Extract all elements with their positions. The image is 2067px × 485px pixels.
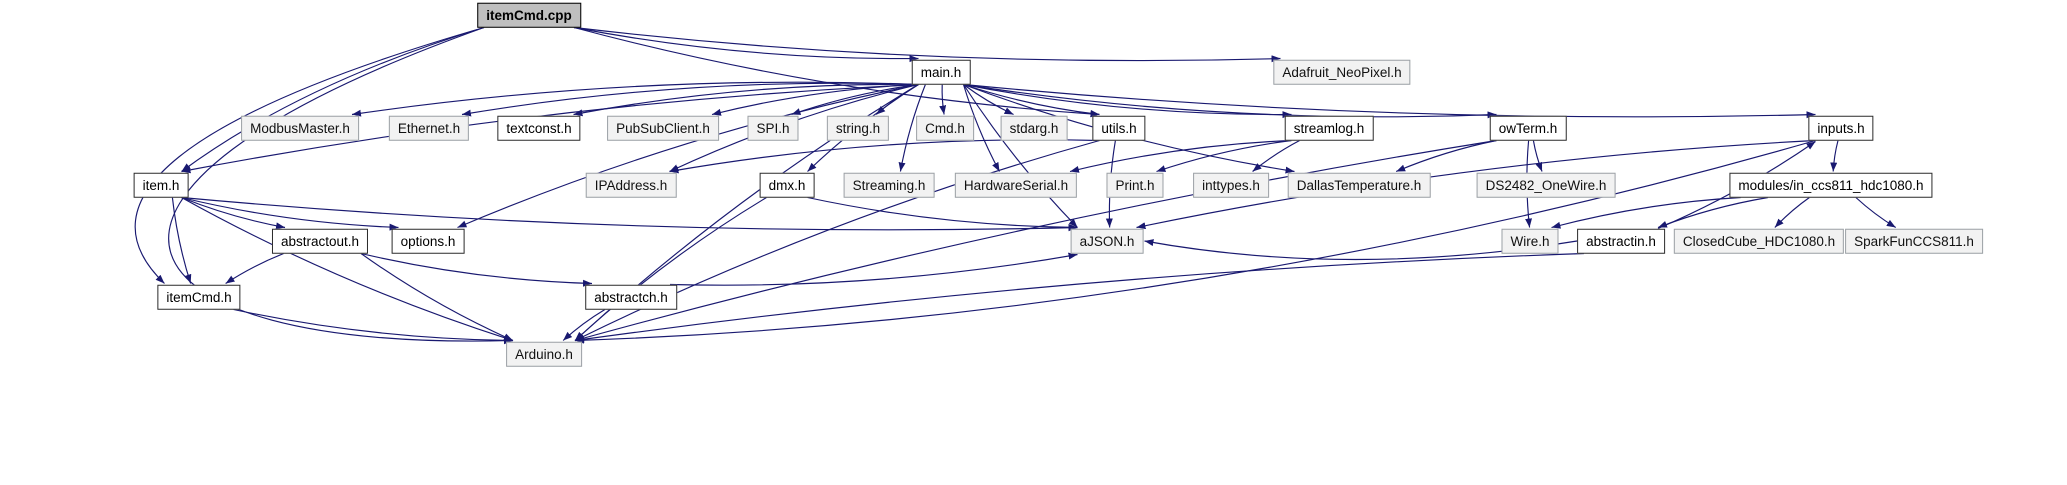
graph-node-closedcube: ClosedCube_HDC1080.h xyxy=(1673,228,1845,254)
graph-node-arduino: Arduino.h xyxy=(506,341,582,367)
graph-node-owterm[interactable]: owTerm.h xyxy=(1489,115,1567,141)
graph-node-cmd: Cmd.h xyxy=(916,115,974,141)
graph-node-spi: SPI.h xyxy=(747,115,799,141)
graph-node-streaming: Streaming.h xyxy=(843,172,935,198)
graph-node-inttypes: inttypes.h xyxy=(1193,172,1269,198)
graph-node-pubsub: PubSubClient.h xyxy=(607,115,719,141)
graph-node-streamlog[interactable]: streamlog.h xyxy=(1284,115,1374,141)
graph-node-dmx[interactable]: dmx.h xyxy=(759,172,815,198)
graph-node-modbus: ModbusMaster.h xyxy=(241,115,359,141)
graph-node-itemCmd_cpp: itemCmd.cpp xyxy=(477,2,581,28)
graph-node-main[interactable]: main.h xyxy=(911,59,971,85)
graph-node-ethernet: Ethernet.h xyxy=(388,115,470,141)
graph-node-ds2482: DS2482_OneWire.h xyxy=(1476,172,1616,198)
graph-node-itemcmd_h[interactable]: itemCmd.h xyxy=(157,284,241,310)
graph-node-hwserial: HardwareSerial.h xyxy=(954,172,1078,198)
graph-node-dallas: DallasTemperature.h xyxy=(1287,172,1431,198)
graph-node-stdarg: stdarg.h xyxy=(1000,115,1068,141)
graph-node-ccs811[interactable]: modules/in_ccs811_hdc1080.h xyxy=(1729,172,1933,198)
graph-node-abstractch[interactable]: abstractch.h xyxy=(585,284,677,310)
graph-node-inputs[interactable]: inputs.h xyxy=(1808,115,1874,141)
graph-node-abstractout[interactable]: abstractout.h xyxy=(271,228,369,254)
graph-node-textconst[interactable]: textconst.h xyxy=(497,115,581,141)
graph-node-adafruit: Adafruit_NeoPixel.h xyxy=(1273,59,1411,85)
graph-node-print: Print.h xyxy=(1106,172,1164,198)
graph-node-ipaddress: IPAddress.h xyxy=(585,172,677,198)
graph-node-item[interactable]: item.h xyxy=(133,172,189,198)
graph-node-utils[interactable]: utils.h xyxy=(1092,115,1146,141)
graph-node-sparkfun: SparkFunCCS811.h xyxy=(1845,228,1983,254)
graph-node-wire: Wire.h xyxy=(1501,228,1559,254)
graph-node-string: string.h xyxy=(826,115,890,141)
graph-node-options[interactable]: options.h xyxy=(391,228,465,254)
graph-node-ajson: aJSON.h xyxy=(1070,228,1144,254)
graph-node-abstractin[interactable]: abstractin.h xyxy=(1577,228,1665,254)
